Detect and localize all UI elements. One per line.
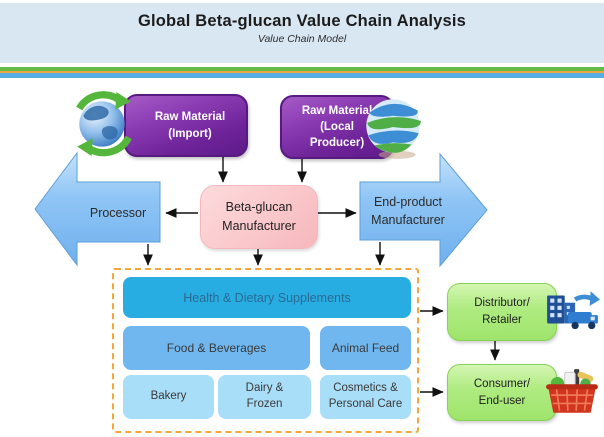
node-label-line: (Local [320, 120, 354, 133]
application-label: Animal Feed [331, 341, 400, 355]
node-raw-material-import: Raw Material (Import) [124, 94, 248, 157]
node-beta-glucan-manufacturer: Beta-glucan Manufacturer [200, 185, 318, 249]
node-label-line: Raw Material [301, 104, 373, 117]
application-label-line: Personal Care [328, 398, 403, 410]
application-label: Food & Beverages [166, 341, 267, 355]
shopping-basket-icon [546, 369, 598, 413]
application-health-dietary-supplements: Health & Dietary Supplements [123, 277, 411, 318]
page-title: Global Beta-glucan Value Chain Analysis [137, 12, 467, 30]
node-end-product-manufacturer: End-product Manufacturer [352, 189, 464, 233]
stripe-green [0, 67, 604, 71]
end-product-arrow-shape [359, 152, 488, 268]
node-label-line: Beta-glucan [225, 200, 293, 215]
buildings-truck-icon [547, 291, 600, 330]
application-cosmetics-personal-care: Cosmetics & Personal Care [320, 375, 411, 419]
globe-swirl-icon [366, 99, 421, 159]
node-label-line: Retailer [482, 314, 522, 326]
node-label-line: (Import) [168, 127, 212, 140]
node-distributor-retailer: Distributor/ Retailer [447, 283, 557, 341]
application-food-beverages: Food & Beverages [123, 326, 310, 370]
node-consumer-end-user: Consumer/ End-user [447, 364, 557, 421]
node-processor: Processor [74, 201, 162, 225]
application-label-line: Cosmetics & [333, 382, 398, 395]
application-label-line: Frozen [246, 398, 283, 410]
slide-header: Global Beta-glucan Value Chain Analysis … [0, 3, 604, 63]
node-label-line: End-product [373, 194, 443, 209]
globe-recycle-icon [76, 91, 132, 157]
application-label: Bakery [150, 390, 187, 403]
flow-arrows [143, 154, 500, 397]
application-animal-feed: Animal Feed [320, 326, 411, 370]
node-label-line: Distributor/ [474, 297, 530, 310]
stripe-orange [0, 71, 604, 73]
application-dairy-frozen: Dairy & Frozen [218, 375, 311, 419]
stripe-blue [0, 73, 604, 78]
application-bakery: Bakery [123, 375, 214, 419]
node-label-line: Raw Material [154, 111, 226, 124]
node-label-line: Manufacturer [222, 219, 296, 233]
node-label-line: Consumer/ [473, 377, 531, 390]
node-label-line: Manufacturer [371, 213, 445, 227]
node-label: Processor [89, 205, 147, 220]
node-label-line: End-user [478, 394, 526, 407]
node-label-line: Producer) [309, 137, 365, 150]
application-label: Health & Dietary Supplements [183, 290, 351, 305]
application-label-line: Dairy & [245, 382, 284, 395]
page-subtitle: Value Chain Model [257, 33, 347, 45]
processor-arrow-shape [34, 151, 161, 267]
